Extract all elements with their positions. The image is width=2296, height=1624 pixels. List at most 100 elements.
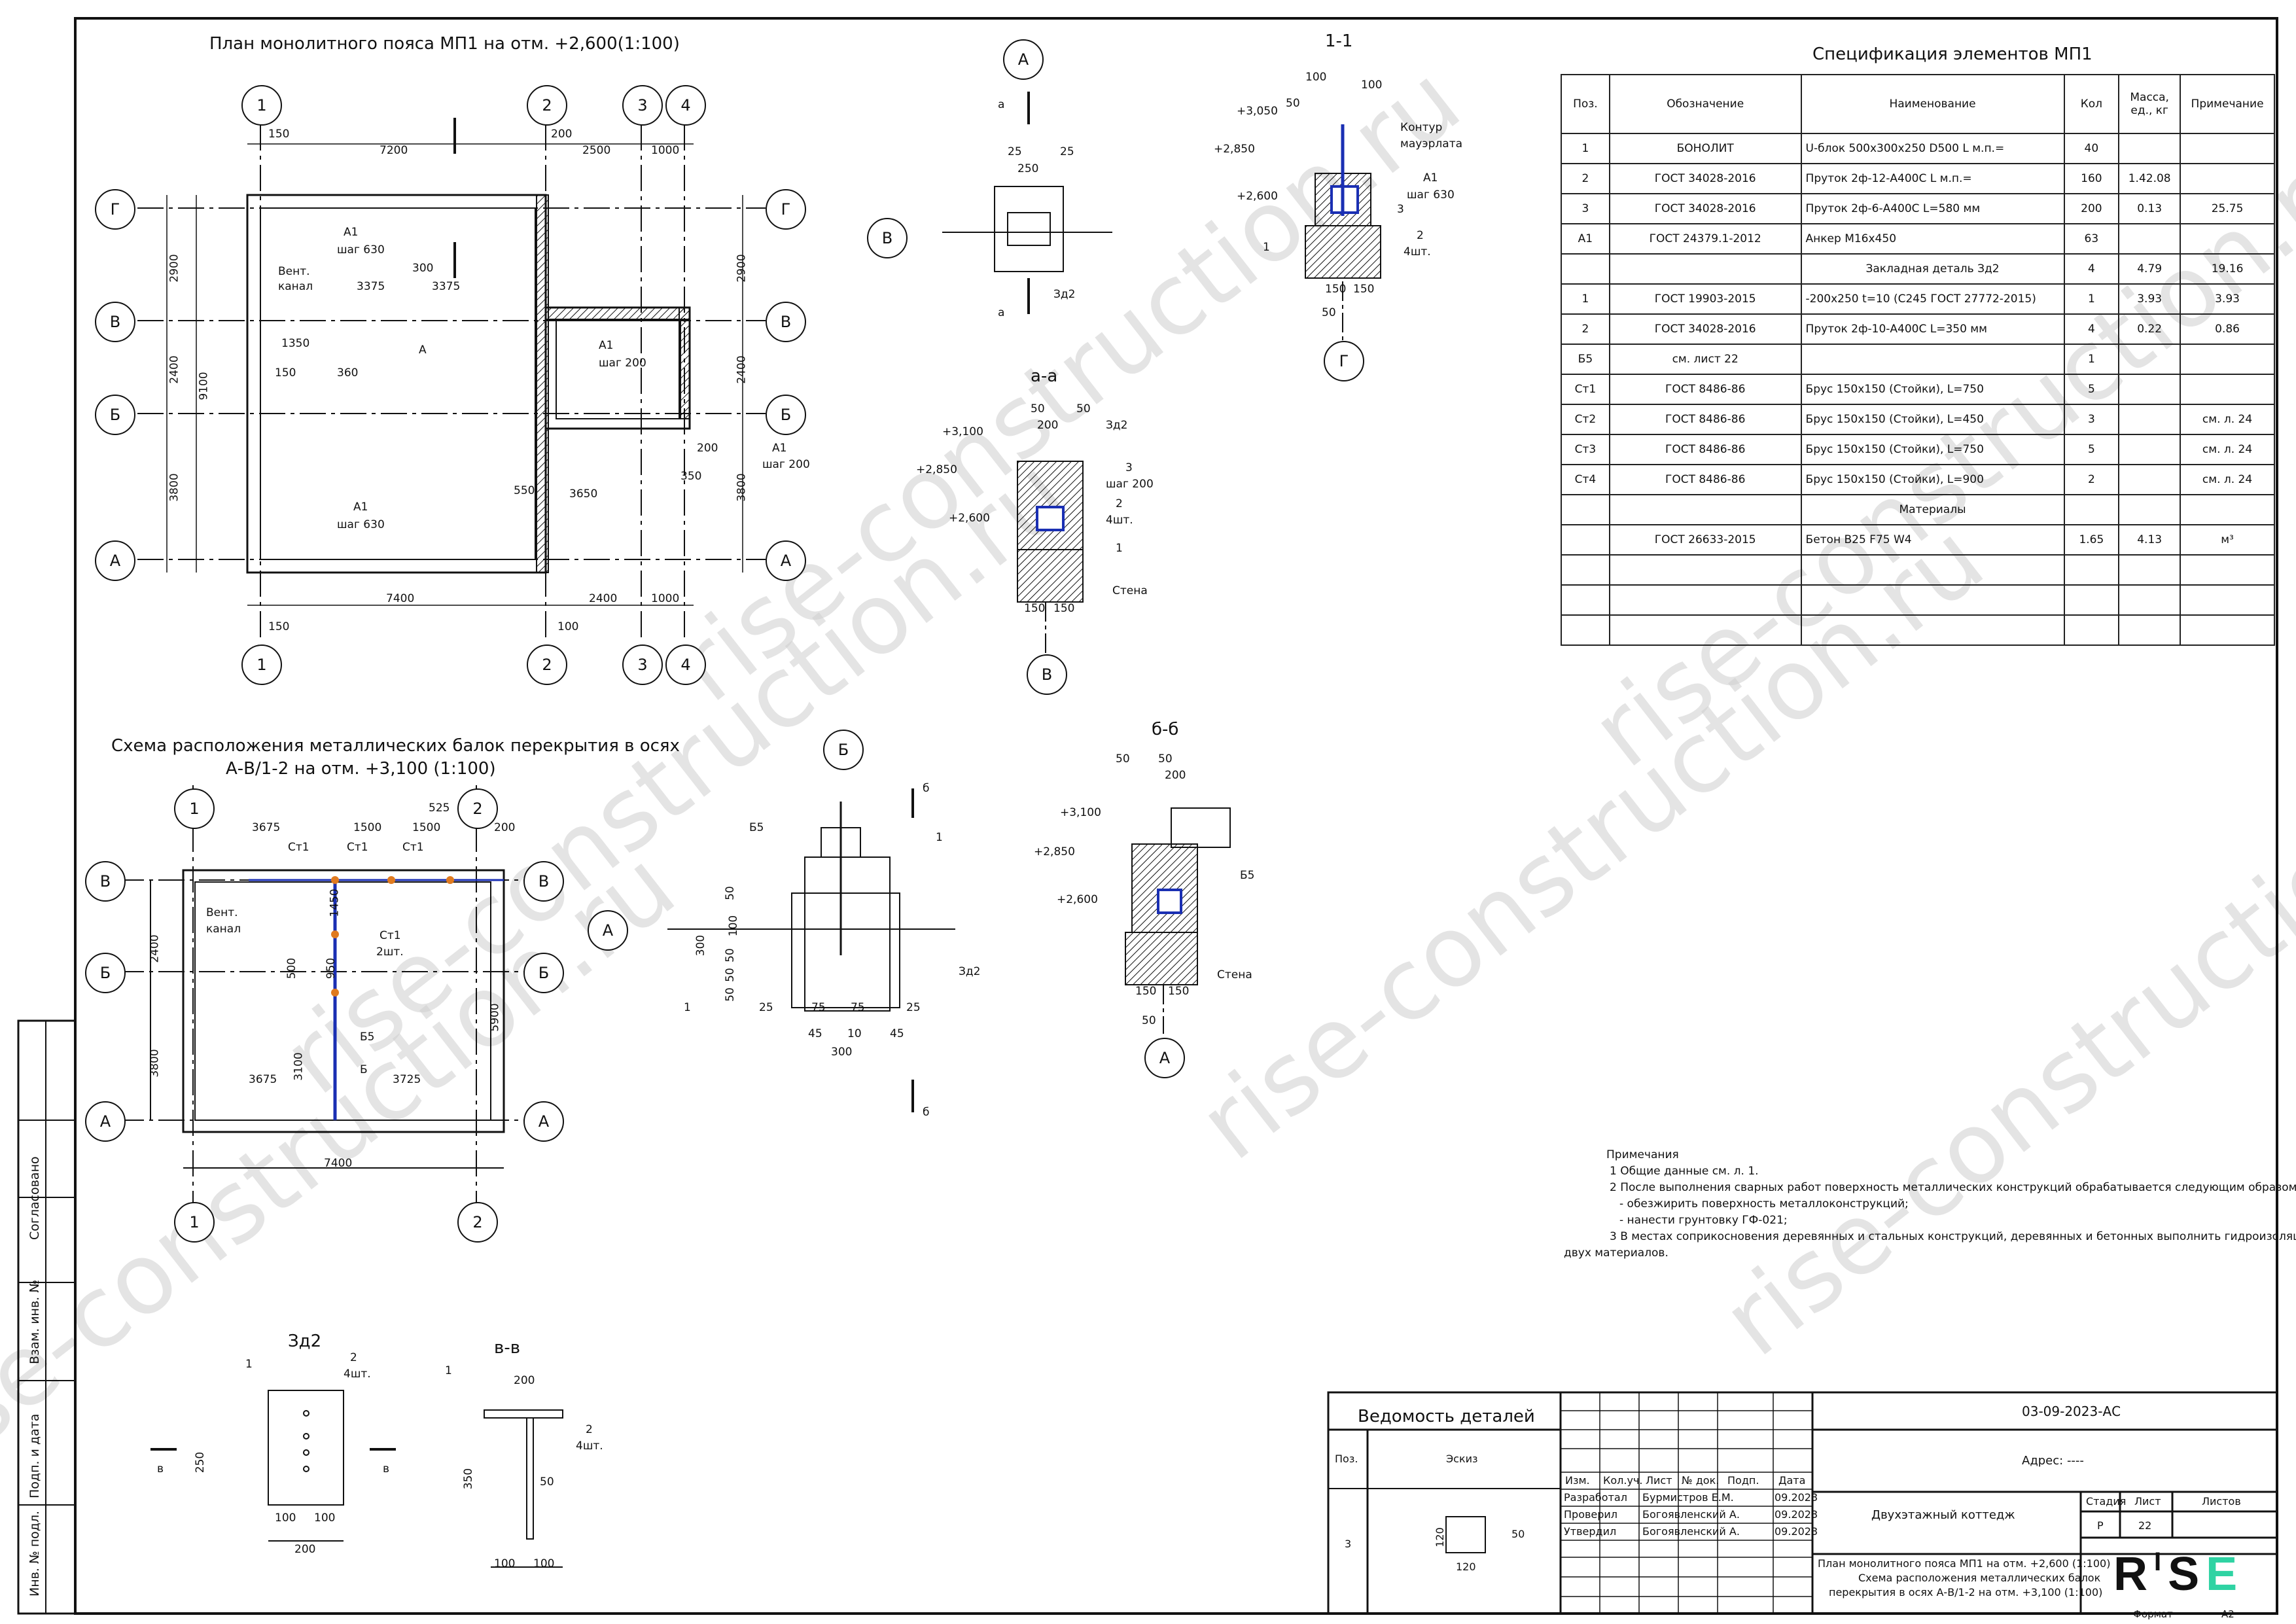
table-cell: Брус 150х150 (Стойки), L=750 xyxy=(1800,374,2065,405)
dim: 50 xyxy=(540,1475,554,1489)
object-name: Двухэтажный коттедж xyxy=(1871,1508,2015,1522)
section-title: б-б xyxy=(1152,720,1179,739)
axis-bubble: Г xyxy=(766,189,806,230)
table-cell: 63 xyxy=(2063,223,2120,255)
label: 4шт. xyxy=(1106,514,1133,527)
dim: 50 xyxy=(1031,402,1045,415)
dim: 150 xyxy=(1325,283,1347,296)
table-cell: Ст1 xyxy=(1561,374,1610,405)
table-cell xyxy=(1608,614,1802,646)
dim: 100 xyxy=(1305,71,1327,84)
tb-role: Утвердил xyxy=(1564,1525,1617,1538)
axis-bubble: 2 xyxy=(527,85,567,126)
label: шаг 200 xyxy=(1106,478,1154,491)
section-mark: в xyxy=(157,1462,164,1475)
table-cell: 1.42.08 xyxy=(2118,163,2181,194)
table-cell xyxy=(2118,434,2181,465)
sheet-title-line: Схема расположения металлических балок xyxy=(1858,1572,2101,1584)
detail-title: Зд2 xyxy=(288,1332,322,1351)
label: Стена xyxy=(1217,968,1252,981)
side-label: Инв. № подл. xyxy=(27,1510,42,1597)
dim: 1000 xyxy=(651,144,680,157)
table-cell: 19.16 xyxy=(2180,253,2275,285)
dim: 3800 xyxy=(148,1049,162,1078)
label: 2 xyxy=(350,1351,357,1364)
table-cell xyxy=(2180,494,2275,525)
axis-bubble: В xyxy=(523,861,564,902)
tb-date: 09.2023 xyxy=(1775,1491,1818,1504)
label: 3 xyxy=(1125,461,1133,474)
table-cell: Пруток 2ф-12-А400С L м.п.= xyxy=(1800,163,2065,194)
dim: 200 xyxy=(551,128,573,141)
label: Зд2 xyxy=(959,965,981,978)
spec-header: Кол xyxy=(2063,74,2120,134)
dim: 45 xyxy=(890,1027,904,1040)
dim: 45 xyxy=(808,1027,822,1040)
axis-bubble: 4 xyxy=(665,85,706,126)
callout: 300 xyxy=(412,262,434,275)
dim: 2400 xyxy=(589,592,618,605)
table-cell xyxy=(2063,614,2120,646)
table-cell xyxy=(1800,554,2065,586)
dim: 50 xyxy=(723,987,737,1002)
table-cell xyxy=(2180,584,2275,616)
table-cell xyxy=(2180,554,2275,586)
axis-bubble: Г xyxy=(95,189,135,230)
table-cell: ГОСТ 26633-2015 xyxy=(1608,524,1802,556)
table-cell: А1 xyxy=(1561,223,1610,255)
label: Ст1 xyxy=(380,929,401,942)
table-cell xyxy=(2118,554,2181,586)
axis-bubble: А xyxy=(85,1101,126,1142)
table-cell: см. лист 22 xyxy=(1608,344,1802,375)
table-row xyxy=(1561,584,2275,616)
label: Б5 xyxy=(360,1031,375,1044)
axis-bubble: Г xyxy=(1324,341,1364,381)
label: 2шт. xyxy=(376,945,404,959)
note-line: - обезжирить поверхность металлоконструк… xyxy=(1619,1197,1909,1210)
axis-bubble: 3 xyxy=(622,644,663,685)
dim: 9100 xyxy=(197,372,211,400)
dim: 250 xyxy=(1017,162,1039,175)
dim: 350 xyxy=(462,1468,476,1490)
label: Б5 xyxy=(749,821,764,834)
table-cell: см. л. 24 xyxy=(2180,404,2275,435)
dim: 50 xyxy=(1076,402,1091,415)
table-cell: Пруток 2ф-10-А400С L=350 мм xyxy=(1800,313,2065,345)
table-cell: БОНОЛИТ xyxy=(1608,133,1802,164)
table-cell: ГОСТ 34028-2016 xyxy=(1608,193,1802,224)
axis-bubble: 1 xyxy=(241,644,282,685)
side-label: Взам. инв. № xyxy=(27,1279,42,1364)
label: Ст1 xyxy=(288,841,309,854)
table-cell xyxy=(2118,404,2181,435)
section-mark: а xyxy=(998,98,1005,111)
dim: 25 xyxy=(906,1001,921,1014)
table-cell xyxy=(2118,584,2181,616)
table-cell: 3.93 xyxy=(2118,283,2181,315)
label: 1 xyxy=(684,1001,691,1014)
dim: 50 xyxy=(723,968,737,982)
table-row xyxy=(1561,614,2275,646)
label: Вент. xyxy=(206,906,238,919)
table-cell: Бетон В25 F75 W4 xyxy=(1800,524,2065,556)
callout: канал xyxy=(278,280,313,293)
label: 2 xyxy=(586,1423,593,1436)
dim: 2400 xyxy=(168,355,181,384)
table-cell xyxy=(2118,133,2181,164)
callout: А xyxy=(419,344,427,357)
table-cell xyxy=(1608,554,1802,586)
axis-bubble: А xyxy=(1144,1038,1185,1078)
callout: 550 xyxy=(514,484,535,497)
tb-header: Кол.уч. xyxy=(1603,1474,1643,1487)
tb-role: Разработал xyxy=(1564,1491,1627,1504)
stage-header: Стадия xyxy=(2086,1495,2127,1508)
table-cell: Материалы xyxy=(1800,494,2065,525)
table-cell: 4.13 xyxy=(2118,524,2181,556)
section-title: а-а xyxy=(1031,366,1058,386)
table-cell: ГОСТ 8486-86 xyxy=(1608,434,1802,465)
dim: 7200 xyxy=(380,144,408,157)
callout: шаг 200 xyxy=(599,357,646,370)
